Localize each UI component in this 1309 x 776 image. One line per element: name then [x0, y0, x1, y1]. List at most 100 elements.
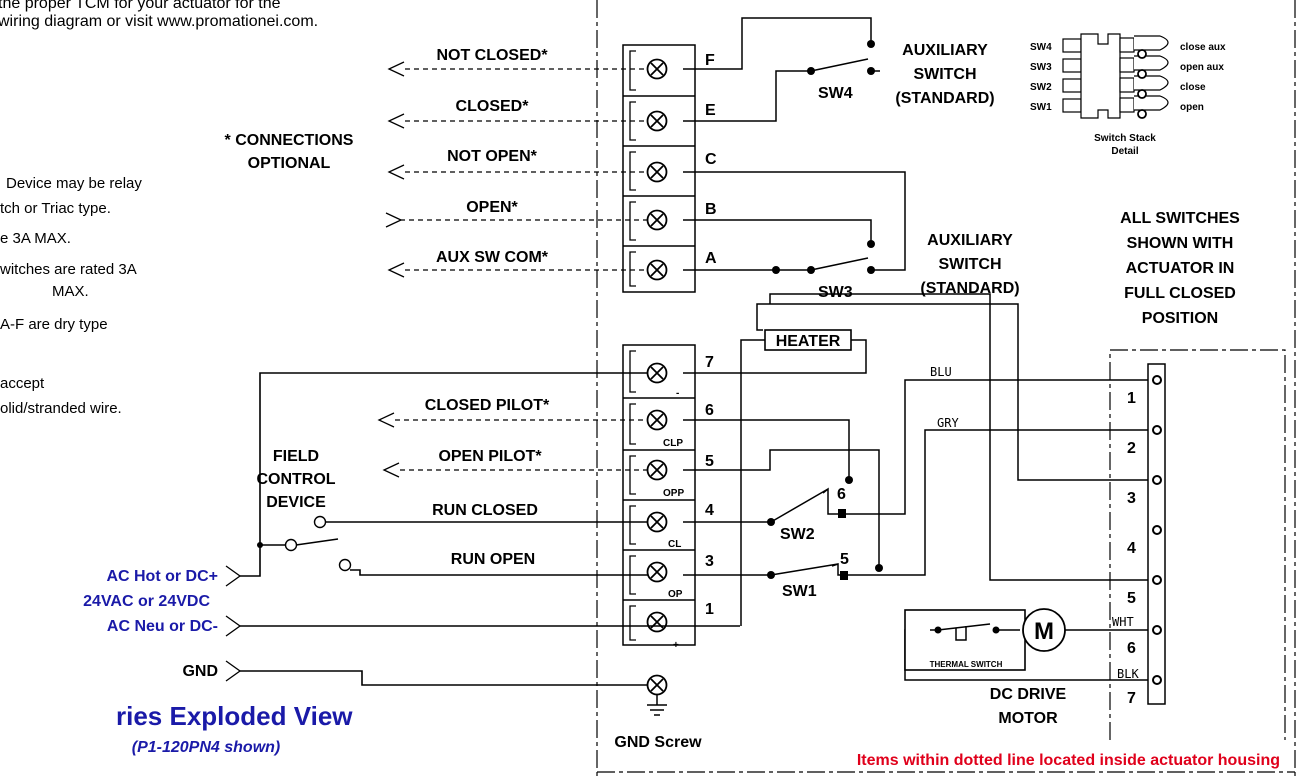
- terminal-label-6: 6: [705, 402, 714, 419]
- position-note: POSITION: [1142, 310, 1218, 327]
- sw2-contact-6: 6: [837, 486, 846, 503]
- inside-housing-note: Items within dotted line located inside …: [857, 752, 1280, 769]
- signal-open-pilot: OPEN PILOT*: [438, 448, 542, 465]
- board-pin-2: 2: [1127, 440, 1136, 457]
- signal-not-closed: NOT CLOSED*: [436, 47, 548, 64]
- signal-open: OPEN*: [466, 199, 518, 216]
- terminal-screw-icon: [646, 362, 668, 384]
- power-ac-neu-label: AC Neu or DC-: [107, 618, 218, 635]
- terminal-screw-icon: [646, 561, 668, 583]
- note-line: A-F are dry type: [0, 316, 108, 333]
- sw2-label: SW2: [780, 526, 815, 543]
- terminal-label-a: A: [705, 250, 717, 267]
- stack-function-label: open: [1180, 102, 1204, 113]
- board-pin-1: 1: [1127, 390, 1136, 407]
- arrow-left-icon: [377, 412, 395, 428]
- field-control-label: DEVICE: [266, 494, 326, 511]
- terminal-label-4: 4: [705, 502, 714, 519]
- terminal-label-b: B: [705, 201, 717, 218]
- terminal-sub-label: OP: [668, 589, 683, 600]
- arrow-left-icon: [387, 262, 405, 278]
- wire-color-wht: WHT: [1112, 615, 1134, 629]
- position-note: SHOWN WITH: [1127, 235, 1234, 252]
- arrow-left-icon: [387, 113, 405, 129]
- position-note: ACTUATOR IN: [1126, 260, 1235, 277]
- connections-optional-label: OPTIONAL: [248, 155, 331, 172]
- board-pin-6: 6: [1127, 640, 1136, 657]
- motor-symbol: M: [1034, 618, 1054, 645]
- terminal-screw-icon: [646, 58, 668, 80]
- housing-boundary: [596, 0, 1296, 776]
- note-line: MAX.: [52, 283, 89, 300]
- gnd-screw-icon: [646, 674, 668, 716]
- motor-label: MOTOR: [998, 710, 1058, 727]
- terminal-screw-icon: [646, 511, 668, 533]
- stack-sw-label: SW3: [1030, 62, 1052, 73]
- signal-run-closed: RUN CLOSED: [432, 502, 538, 519]
- signal-closed: CLOSED*: [456, 98, 530, 115]
- note-line: Device may be relay: [6, 175, 142, 192]
- terminal-screw-icon: [646, 459, 668, 481]
- power-voltage-label: 24VAC or 24VDC: [83, 593, 210, 610]
- motor-label: DC DRIVE: [990, 686, 1067, 703]
- signal-closed-pilot: CLOSED PILOT*: [425, 397, 550, 414]
- motor-assembly: M THERMAL SWITCH: [904, 608, 1066, 671]
- terminal-sub-label: -: [676, 388, 679, 399]
- aux-wiring: [683, 17, 906, 271]
- stack-sw-label: SW1: [1030, 102, 1052, 113]
- note-line: witches are rated 3A: [0, 261, 137, 278]
- wire-color-gry: GRY: [937, 416, 959, 430]
- footer-title: ries Exploded View: [116, 701, 353, 731]
- aux-switch-label: AUXILIARY: [902, 42, 988, 59]
- terminal-board: [1147, 363, 1166, 705]
- terminal-label-5: 5: [705, 453, 714, 470]
- terminal-sub-label: CLP: [663, 438, 683, 449]
- optional-leads: [395, 68, 648, 471]
- position-note: ALL SWITCHES: [1120, 210, 1240, 227]
- board-pin-3: 3: [1127, 490, 1136, 507]
- terminal-sub-label: CL: [668, 539, 681, 550]
- terminal-screw-icon: [646, 611, 668, 633]
- terminal-label-c: C: [705, 151, 717, 168]
- note-line: accept: [0, 375, 45, 392]
- arrow-icons: [377, 61, 405, 478]
- stack-function-label: close: [1180, 82, 1206, 93]
- switch-stack-detail: SW4 SW3 SW2 SW1 close aux open aux close…: [1030, 33, 1226, 157]
- arrow-left-icon: [387, 61, 405, 77]
- wire-color-blu: BLU: [930, 365, 952, 379]
- power-ac-hot-label: AC Hot or DC+: [106, 568, 218, 585]
- arrow-left-icon: [387, 164, 405, 180]
- aux-switch-label: AUXILIARY: [927, 232, 1013, 249]
- footer-subtitle: (P1-120PN4 shown): [132, 739, 280, 756]
- note-line: olid/stranded wire.: [0, 400, 122, 417]
- intro-line-1: the proper TCM for your actuator for the: [0, 0, 281, 12]
- arrow-right-icon: [225, 565, 242, 587]
- terminal-sub-label: +: [673, 640, 679, 651]
- signal-aux-sw-com: AUX SW COM*: [436, 249, 549, 266]
- board-pin-7: 7: [1127, 690, 1136, 707]
- stack-caption: Switch Stack: [1094, 133, 1156, 144]
- heater-element: [764, 329, 852, 351]
- board-pin-5: 5: [1127, 590, 1136, 607]
- field-control-label: FIELD: [273, 448, 319, 465]
- arrow-left-icon: [382, 462, 400, 478]
- terminal-screw-icon: [646, 110, 668, 132]
- aux-switch-label: SWITCH: [938, 256, 1001, 273]
- field-wiring: [240, 372, 740, 686]
- terminal-strip: [622, 44, 696, 646]
- stack-caption: Detail: [1111, 146, 1138, 157]
- terminal-screw-icon: [646, 161, 668, 183]
- arrow-right-icon: [385, 212, 403, 228]
- heater-label: HEATER: [776, 333, 841, 350]
- arrow-right-icon: [225, 615, 242, 637]
- aux-switch-label: SWITCH: [913, 66, 976, 83]
- gnd-screw-label: GND Screw: [614, 734, 702, 751]
- thermal-switch-label: THERMAL SWITCH: [930, 660, 1003, 669]
- arrow-right-icon: [225, 660, 242, 682]
- wire-color-blk: BLK: [1117, 667, 1139, 681]
- signal-run-open: RUN OPEN: [451, 551, 535, 568]
- terminal-screw-icon: [646, 209, 668, 231]
- aux-switch-label: (STANDARD): [895, 90, 994, 107]
- terminal-label-f: F: [705, 52, 715, 69]
- terminal-label-7: 7: [705, 354, 714, 371]
